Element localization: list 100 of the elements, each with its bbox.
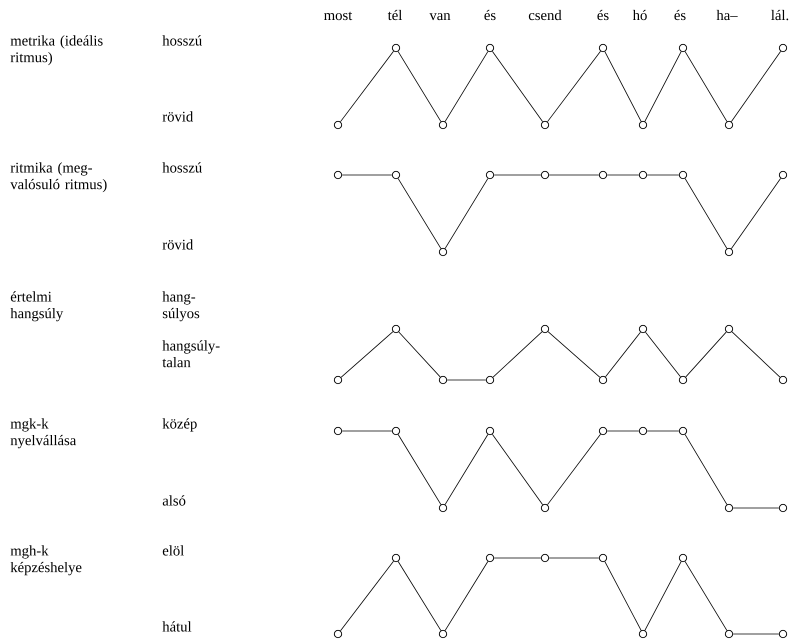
line-segment <box>398 51 442 122</box>
point-marker <box>678 44 688 52</box>
level-label: rövid <box>162 111 194 122</box>
point-marker <box>540 554 550 562</box>
point-marker <box>678 170 688 180</box>
line-segment <box>732 331 780 378</box>
row-label: ritmika (meg- valósuló ritmus) <box>10 162 107 192</box>
point-marker <box>540 504 550 512</box>
point-marker <box>678 426 688 436</box>
line-segment <box>342 174 392 176</box>
point-marker <box>392 324 400 334</box>
syllable-label: most <box>324 12 352 20</box>
point-marker <box>638 426 648 436</box>
point-marker <box>724 630 734 638</box>
level-label: hang- súlyos <box>162 291 200 322</box>
point-marker <box>392 554 400 562</box>
point-marker <box>540 170 550 180</box>
line-segment <box>340 331 394 378</box>
point-marker <box>598 44 608 52</box>
line-segment <box>684 561 728 631</box>
point-marker <box>486 44 494 52</box>
point-marker <box>638 630 648 638</box>
line-segment <box>444 51 488 122</box>
point-marker <box>540 324 550 334</box>
point-marker <box>486 554 494 562</box>
line-segment <box>342 430 392 432</box>
line-segment <box>548 174 600 176</box>
line-segment <box>730 178 782 250</box>
syllable-label: van <box>429 13 450 20</box>
point-marker <box>438 630 448 638</box>
point-marker <box>724 120 734 130</box>
point-marker <box>438 504 448 512</box>
point-marker <box>392 426 400 436</box>
line-segment <box>444 434 488 505</box>
point-marker <box>438 376 448 384</box>
point-marker <box>598 170 608 180</box>
line-segment <box>398 561 442 631</box>
point-marker <box>438 248 448 256</box>
row-label: metrika (ideális ritmus) <box>10 35 103 66</box>
line-segment <box>492 331 542 378</box>
line-segment <box>547 434 601 506</box>
row-label: mgh-k képzéshelye <box>10 545 82 576</box>
line-segment <box>398 178 442 249</box>
line-segment <box>604 561 642 631</box>
point-marker <box>486 170 494 180</box>
point-marker <box>638 170 648 180</box>
line-segment <box>444 561 488 631</box>
level-label: elöl <box>162 545 184 556</box>
point-marker <box>778 170 788 180</box>
line-segment <box>398 434 442 505</box>
level-label: hosszú <box>162 162 202 173</box>
level-label: hátul <box>162 621 192 632</box>
syllable-label: ha– <box>716 10 738 20</box>
line-segment <box>604 51 642 122</box>
syllable-label: és <box>484 10 496 20</box>
line-segment <box>444 178 488 249</box>
point-marker <box>678 554 688 562</box>
point-marker <box>598 376 608 384</box>
line-segment <box>730 50 782 122</box>
syllable-label: és <box>597 10 609 20</box>
line-segment <box>606 174 640 176</box>
point-marker <box>678 376 688 384</box>
level-label: közép <box>162 418 197 432</box>
line-segment <box>684 178 728 249</box>
point-marker <box>638 120 648 130</box>
line-segment <box>644 561 682 631</box>
line-segment <box>398 332 441 378</box>
point-marker <box>540 120 550 130</box>
syllable-label: hó <box>632 10 647 20</box>
point-marker <box>598 426 608 436</box>
line-segment <box>684 51 728 122</box>
syllable-label: lál. <box>771 10 788 20</box>
point-marker <box>724 324 734 334</box>
line-segment <box>605 332 641 378</box>
point-marker <box>392 44 400 52</box>
row-label: mgk-k nyelvállása <box>10 418 76 448</box>
line-segment <box>492 434 543 506</box>
syllable-label: tél <box>388 10 402 20</box>
point-marker <box>334 376 342 384</box>
line-segment <box>340 50 394 122</box>
point-marker <box>778 44 788 52</box>
row-label: értelmi hangsúly <box>10 291 64 322</box>
line-segment <box>606 430 640 432</box>
line-segment <box>684 434 728 505</box>
point-marker <box>486 426 494 436</box>
line-segment <box>644 51 682 122</box>
point-marker <box>724 248 734 256</box>
line-segment <box>548 331 600 378</box>
point-marker <box>778 376 788 384</box>
point-marker <box>438 120 448 130</box>
point-marker <box>598 554 608 562</box>
level-label: alsó <box>162 495 186 506</box>
line-segment <box>645 332 681 378</box>
point-marker <box>392 170 400 180</box>
line-segment <box>494 174 542 176</box>
level-label: hosszú <box>162 35 202 46</box>
point-marker <box>334 630 342 638</box>
point-marker <box>638 324 648 334</box>
point-marker <box>334 170 342 180</box>
line-segment <box>646 430 680 432</box>
